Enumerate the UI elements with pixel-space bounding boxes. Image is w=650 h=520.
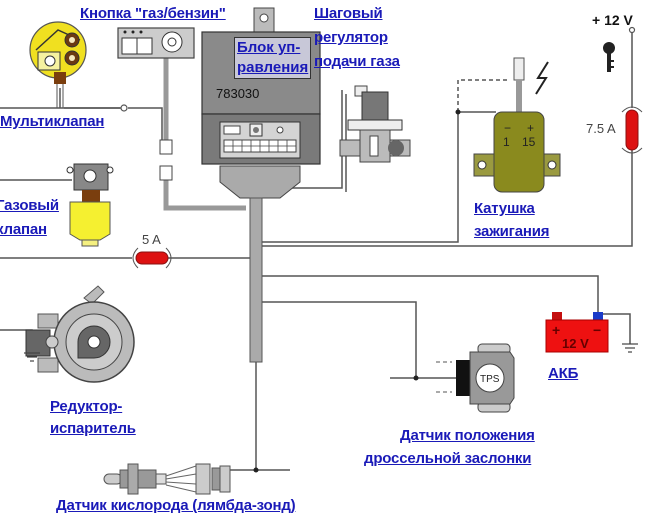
wire-multivalve-ecu: [64, 107, 163, 152]
stepper-regulator: [339, 85, 411, 163]
wire-switch-ecu: [163, 180, 246, 211]
label-12v: + 12 V: [592, 12, 633, 28]
coil-terminal-1: 1: [503, 135, 510, 149]
ground-battery: [622, 343, 638, 353]
label-ecu-line1: Блок уп-: [237, 39, 301, 56]
battery-voltage: 12 V: [562, 336, 589, 351]
label-switch-button[interactable]: Кнопка "газ/бензин": [80, 5, 226, 22]
label-coil-line2[interactable]: зажигания: [474, 223, 550, 240]
label-ecu[interactable]: Блок уп- равления: [234, 37, 312, 79]
switch-button: [117, 27, 195, 59]
battery: + − 12 V: [545, 312, 609, 353]
throttle-position-sensor: TPS: [436, 343, 515, 413]
label-battery[interactable]: АКБ: [548, 365, 579, 382]
connector-switch-a: [159, 139, 173, 155]
lambda-sensor: [103, 463, 231, 495]
fuse-7-5a: [621, 106, 643, 154]
wire-12v: [262, 30, 633, 247]
junction-open-multivalve: [120, 104, 128, 112]
label-ecu-line2: равления: [237, 59, 309, 76]
wire-coil: [262, 111, 496, 243]
key-icon: [603, 42, 615, 72]
coil-terminal-plus: +: [527, 121, 534, 135]
label-stepper-line2[interactable]: регулятор: [314, 29, 388, 46]
label-gas-valve-line1[interactable]: Газовый: [0, 197, 59, 214]
terminal-12v: [628, 26, 636, 34]
battery-plus: +: [552, 322, 560, 338]
label-tps-line1[interactable]: Датчик положения: [400, 427, 535, 444]
wire-tps: [262, 301, 417, 378]
multivalve: [29, 21, 87, 108]
fuse-5a: [132, 247, 172, 269]
label-coil-line1[interactable]: Катушка: [474, 200, 535, 217]
junction-coil: [455, 109, 461, 115]
junctions: [253, 109, 461, 473]
ecu-serial: 783030: [216, 86, 259, 101]
junction-lambda: [253, 467, 259, 473]
label-reducer-line2[interactable]: испаритель: [50, 420, 136, 437]
ignition-coil: − + 1 15: [473, 57, 561, 193]
ground-reducer: [24, 352, 40, 362]
connector-switch-b: [159, 165, 173, 181]
coil-terminal-15: 15: [522, 135, 536, 149]
wire-battery: [262, 275, 599, 316]
junction-tps: [413, 375, 419, 381]
label-fuse-5a: 5 A: [142, 232, 161, 247]
gas-valve: [66, 163, 114, 247]
wires: [0, 30, 633, 471]
label-tps-line2[interactable]: дроссельной заслонки: [364, 450, 532, 467]
wire-battery-ground: [600, 313, 631, 344]
label-gas-valve-line2[interactable]: клапан: [0, 221, 47, 238]
label-lambda[interactable]: Датчик кислорода (лямбда-зонд): [56, 497, 296, 514]
battery-minus: −: [593, 322, 601, 338]
tps-badge: TPS: [480, 374, 500, 385]
label-multivalve[interactable]: Мультиклапан: [0, 113, 105, 130]
coil-terminal-minus: −: [504, 121, 511, 135]
label-fuse-7-5a: 7.5 A: [586, 121, 616, 136]
label-stepper-line3[interactable]: подачи газа: [314, 53, 400, 70]
wire-coil-dashed: [457, 79, 510, 112]
label-stepper-line1[interactable]: Шаговый: [314, 5, 383, 22]
label-reducer-line1[interactable]: Редуктор-: [50, 398, 123, 415]
reducer-evaporator: [25, 285, 135, 383]
